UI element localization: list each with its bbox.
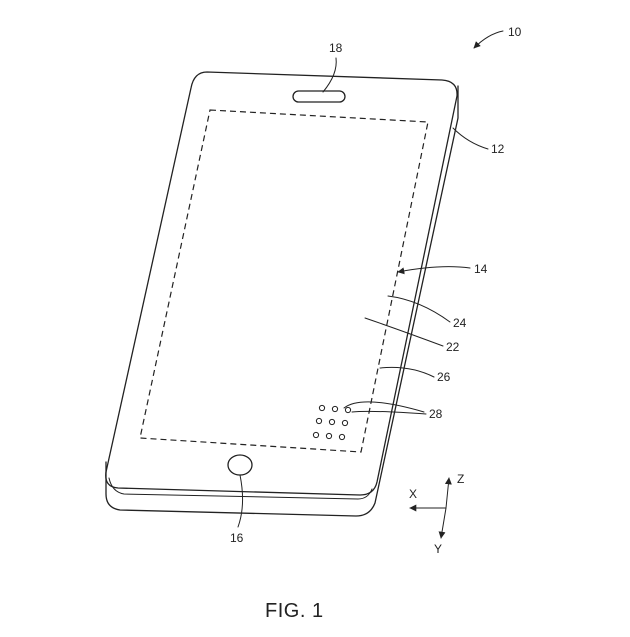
sensor-array xyxy=(312,404,352,441)
leader-24 xyxy=(387,295,451,323)
leader-16 xyxy=(237,474,244,528)
label-14: 14 xyxy=(474,262,488,276)
label-16: 16 xyxy=(230,531,244,545)
device-housing-side xyxy=(105,85,459,517)
label-24: 24 xyxy=(453,316,467,330)
axis-label-y: Y xyxy=(434,542,442,556)
reference-numerals: 10 18 12 14 24 22 26 28 16 xyxy=(230,25,522,545)
speaker-slot xyxy=(292,90,346,103)
leader-28a xyxy=(343,401,425,413)
leader-26 xyxy=(379,366,435,378)
device-front-face xyxy=(105,71,458,496)
figure-caption: FIG. 1 xyxy=(265,600,324,622)
leader-28b xyxy=(351,410,427,415)
leader-14 xyxy=(397,266,471,275)
home-button xyxy=(227,454,253,476)
leader-lines xyxy=(237,30,504,528)
display-active-area xyxy=(139,109,429,453)
leader-12 xyxy=(452,127,489,150)
coordinate-axes: X Z Y xyxy=(409,472,464,556)
axis-label-x: X xyxy=(409,487,417,501)
label-26: 26 xyxy=(437,370,451,384)
leader-22 xyxy=(364,317,444,347)
leader-18 xyxy=(322,57,337,93)
label-18: 18 xyxy=(329,41,343,55)
label-12: 12 xyxy=(491,142,505,156)
axis-label-z: Z xyxy=(457,472,464,486)
label-28: 28 xyxy=(429,407,443,421)
label-22: 22 xyxy=(446,340,460,354)
label-10: 10 xyxy=(508,25,522,39)
leader-10 xyxy=(473,30,504,49)
